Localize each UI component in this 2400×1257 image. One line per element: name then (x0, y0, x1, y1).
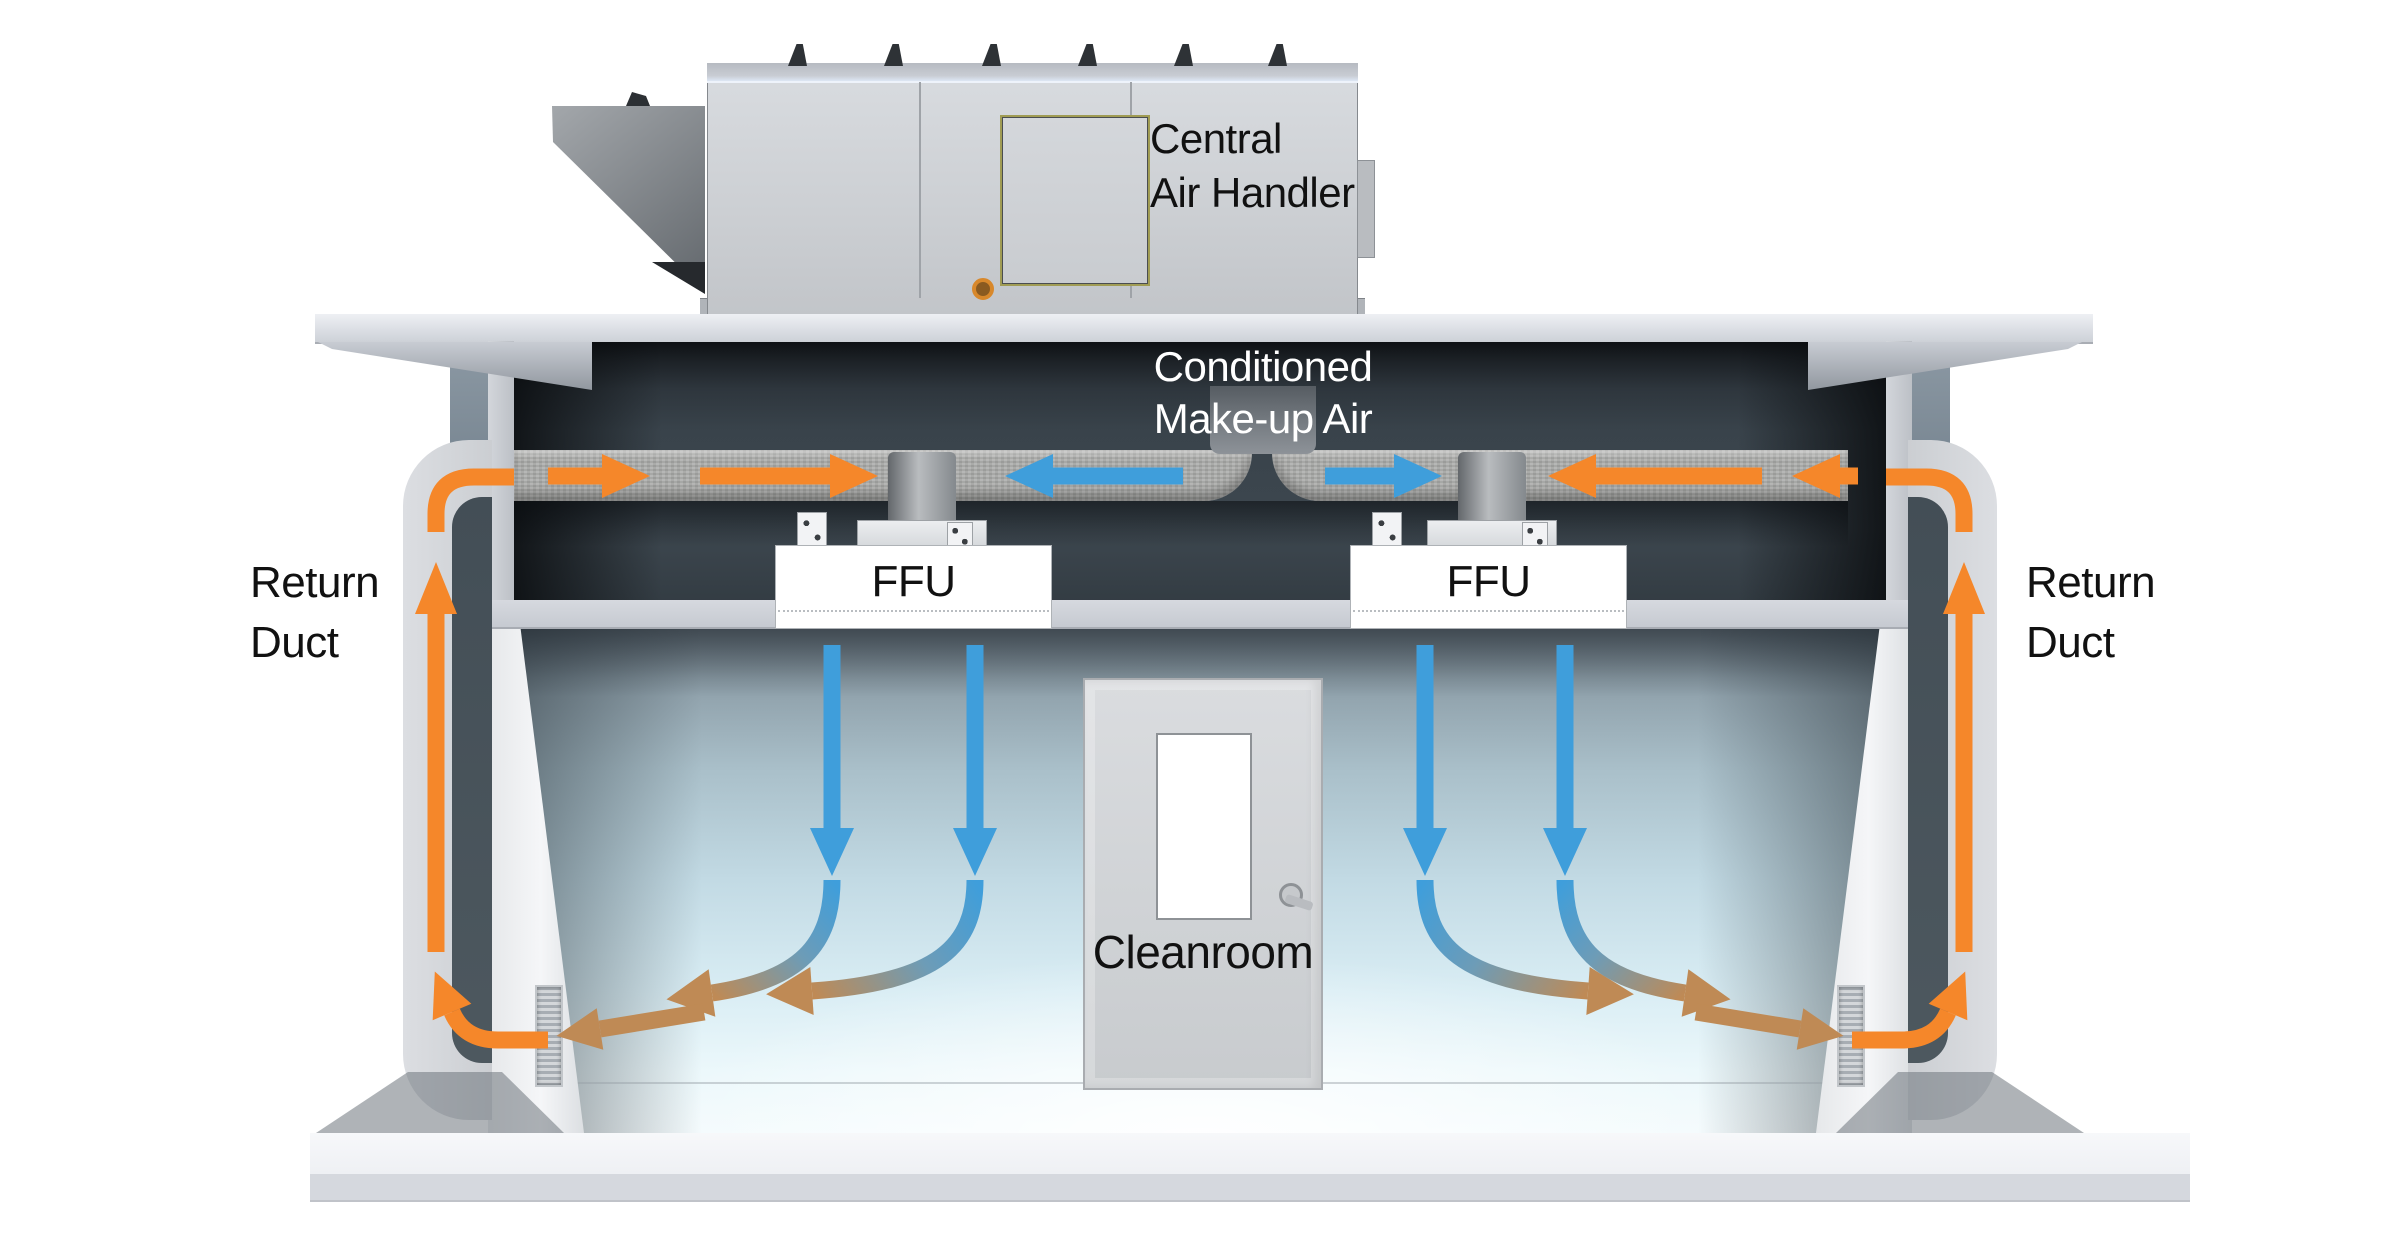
return-duct-core-left (452, 497, 492, 1063)
hood-underside-shadow (652, 262, 705, 294)
return-elbow-arrowhead (432, 971, 472, 1021)
air-handler-intake-hood (552, 106, 705, 292)
vent-exit-arrowhead (556, 1008, 604, 1050)
air-handler-side-tab (1357, 160, 1375, 258)
airflow-stream (710, 879, 841, 1002)
supply-air-arrow (1325, 454, 1442, 498)
airflow-stream (811, 879, 984, 1000)
return-air-arrow (1548, 454, 1762, 498)
makeup-air-feed-duct (1210, 386, 1316, 454)
vent-exit-arrow-left (598, 1003, 706, 1038)
air-handler-top-rail (707, 63, 1358, 83)
return-riser-arrow-left (415, 562, 457, 952)
hood-fin-icon (626, 92, 650, 106)
ffu-downflow-arrow (810, 645, 854, 876)
return-duct-label-right: Return Duct (2026, 553, 2156, 673)
ffu-downflow-arrow (1543, 645, 1587, 876)
return-duct-label-line1: Return (2026, 558, 2156, 607)
airflow-stream-arrowhead (766, 967, 814, 1015)
ffu-label-right: FFU (1446, 557, 1531, 606)
floor-shadow-right (1836, 1072, 2084, 1133)
return-duct-label-line2: Duct (2026, 618, 2115, 667)
return-air-arrow (1792, 454, 1858, 498)
air-handler-label: Central Air Handler (1150, 112, 1355, 220)
return-duct-core-right (1908, 497, 1948, 1063)
return-elbow-bottom-right (1852, 1008, 1956, 1049)
airflow-stream (1416, 879, 1589, 1000)
ffu-bracket (797, 512, 827, 548)
return-duct-label-line2: Duct (250, 618, 339, 667)
ffu-bracket (947, 522, 973, 550)
return-riser-arrow-right (1943, 562, 1985, 952)
makeup-air-label-line2: Make-up Air (1153, 395, 1373, 442)
ffu-unit-right: FFU (1350, 545, 1627, 629)
ffu-label-left: FFU (871, 557, 956, 606)
ffu-downflow-arrow (953, 645, 997, 876)
roof-overhang-shadow-right (1808, 342, 2082, 390)
ffu-filter-seam (778, 610, 1049, 612)
duct-shadow (512, 501, 1848, 547)
airflow-stream-arrowhead (1586, 967, 1634, 1015)
cleanroom-door: Cleanroom (1083, 678, 1323, 1090)
ffu-downflow-arrow (1403, 645, 1447, 876)
ceiling (488, 600, 1912, 629)
return-duct-label-left: Return Duct (250, 553, 380, 673)
return-elbow-arrowhead (1928, 971, 1968, 1021)
ffu-bracket (1522, 522, 1548, 550)
ffu-unit-left: FFU (775, 545, 1052, 629)
floor-slab-edge (310, 1174, 2190, 1202)
return-duct-label-line1: Return (250, 558, 380, 607)
airflow-stream-arrowhead (666, 969, 716, 1017)
makeup-air-label-line1: Conditioned (1153, 343, 1373, 390)
roof-slab (315, 314, 2093, 344)
air-handler-label-line2: Air Handler (1150, 169, 1355, 216)
floor-slab (310, 1133, 2190, 1174)
ffu-bracket (1372, 512, 1402, 548)
return-air-arrow (700, 454, 878, 498)
airflow-stream-arrowhead (1681, 969, 1731, 1017)
air-handler-latch-icon (972, 278, 994, 300)
floor-shadow-left (316, 1072, 564, 1133)
air-handler-panel-seam (919, 82, 921, 298)
cleanroom-label: Cleanroom (1092, 926, 1314, 978)
makeup-air-label: Conditioned Make-up Air (1063, 341, 1463, 445)
return-elbow-bottom-left (444, 1008, 548, 1049)
door-window (1156, 733, 1252, 920)
return-elbow-top-right (1886, 468, 1973, 532)
roof-overhang-shadow-left (318, 342, 592, 390)
vent-exit-arrowhead (1796, 1008, 1844, 1050)
supply-air-arrow (1005, 454, 1183, 498)
ffu-filter-seam (1353, 610, 1624, 612)
return-elbow-top-left (427, 468, 514, 532)
vent-exit-arrow-right (1694, 1003, 1802, 1038)
airflow-stream (1556, 879, 1687, 1002)
air-handler-label-line1: Central (1150, 115, 1282, 162)
return-air-arrow (548, 454, 650, 498)
air-handler-access-panel (1000, 115, 1150, 286)
